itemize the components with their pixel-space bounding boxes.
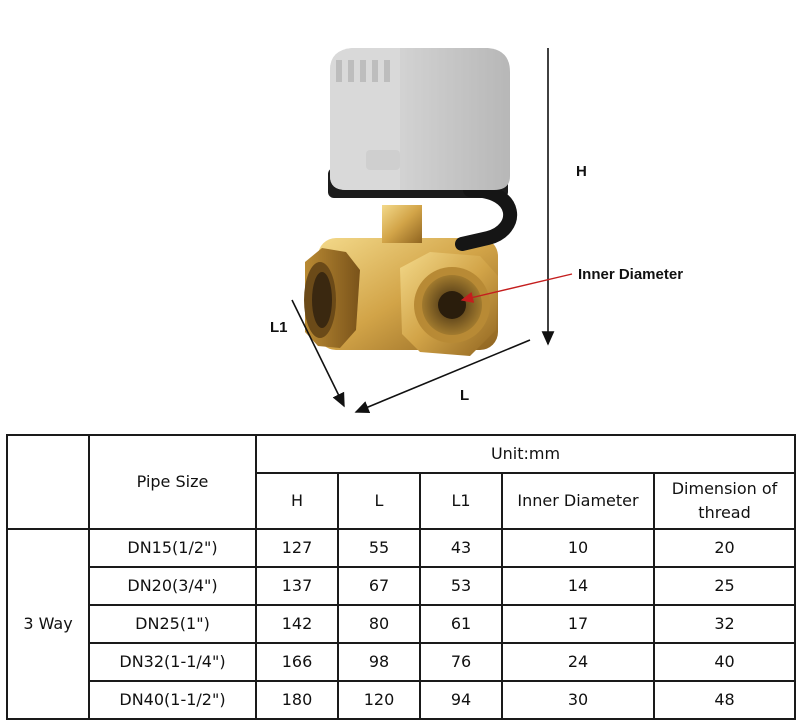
cell-l: 67 — [337, 566, 421, 606]
header-unit: Unit:mm — [254, 434, 797, 474]
cell-pipe-size: DN32(1-1/4") — [88, 642, 257, 682]
cell-pipe-size: DN25(1") — [88, 604, 257, 644]
header-l: L — [337, 472, 421, 530]
cell-inner-diameter: 10 — [501, 528, 655, 568]
cell-l1: 43 — [419, 528, 503, 568]
cell-l1: 94 — [419, 680, 503, 720]
cell-l1: 53 — [419, 566, 503, 606]
cell-pipe-size: DN20(3/4") — [88, 566, 257, 606]
l1-dimension-arrow — [291, 299, 345, 408]
cell-inner-diameter: 30 — [501, 680, 655, 720]
header-inner-diameter: Inner Diameter — [501, 472, 655, 530]
empty-corner-cell — [6, 434, 90, 530]
cell-thread: 32 — [652, 604, 797, 644]
cell-h: 127 — [255, 528, 339, 568]
cell-l: 80 — [337, 604, 421, 644]
header-dimension-of-thread: Dimension of thread — [652, 472, 797, 530]
cell-l: 55 — [337, 528, 421, 568]
table-row: DN32(1-1/4") 166 98 76 24 40 — [7, 642, 797, 682]
header-h: H — [255, 472, 339, 530]
valve-photo — [304, 48, 518, 356]
cell-l: 98 — [337, 642, 421, 682]
label-l: L — [460, 387, 469, 404]
cell-thread: 48 — [652, 680, 797, 720]
cell-inner-diameter: 17 — [501, 604, 655, 644]
cell-l1: 76 — [419, 642, 503, 682]
cell-h: 166 — [255, 642, 339, 682]
type-cell: 3 Way — [6, 528, 90, 720]
cell-h: 180 — [255, 680, 339, 720]
header-pipe-size: Pipe Size — [88, 434, 257, 530]
table-row: 3 Way DN15(1/2") 127 55 43 10 20 — [6, 528, 797, 720]
label-l1: L1 — [270, 319, 288, 336]
l-dimension-arrow — [354, 339, 531, 414]
table-row: DN40(1-1/2") 180 120 94 30 48 — [7, 680, 797, 720]
cell-thread: 25 — [652, 566, 797, 606]
cell-h: 142 — [255, 604, 339, 644]
spec-table: Pipe Size Unit:mm H L L1 Inner Diameter … — [6, 434, 797, 720]
cell-h: 137 — [255, 566, 339, 606]
cell-inner-diameter: 14 — [501, 566, 655, 606]
label-h: H — [576, 163, 587, 180]
cell-l1: 61 — [419, 604, 503, 644]
table-row: DN20(3/4") 137 67 53 14 25 — [7, 566, 797, 606]
cell-inner-diameter: 24 — [501, 642, 655, 682]
header-l1: L1 — [419, 472, 503, 530]
inner-diameter-pointer — [460, 273, 573, 303]
label-inner-diameter: Inner Diameter — [578, 266, 683, 283]
cell-pipe-size: DN40(1-1/2") — [88, 680, 257, 720]
cell-thread: 40 — [652, 642, 797, 682]
cell-l: 120 — [337, 680, 421, 720]
valve-diagram: H Inner Diameter L1 L — [270, 48, 683, 414]
cell-pipe-size: DN15(1/2") — [88, 528, 257, 568]
table-row: DN25(1") 142 80 61 17 32 — [7, 604, 797, 644]
cell-thread: 20 — [652, 528, 797, 568]
